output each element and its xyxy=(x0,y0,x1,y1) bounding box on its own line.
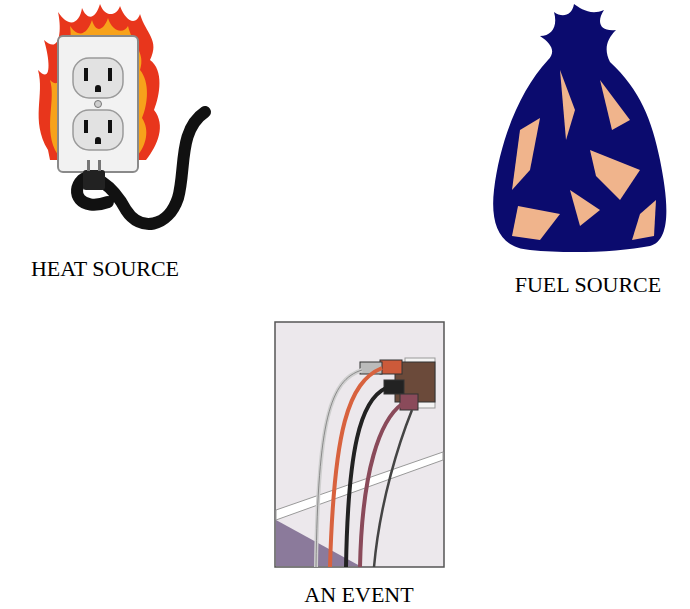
receptacle xyxy=(73,110,123,150)
plug xyxy=(400,394,418,410)
slot xyxy=(108,68,112,81)
cord xyxy=(360,404,402,567)
bag-highlight xyxy=(632,200,656,240)
slot xyxy=(84,68,88,81)
prong xyxy=(87,160,90,171)
flame-outer xyxy=(38,4,160,160)
burning-outlet xyxy=(38,4,205,224)
bag-highlight xyxy=(560,70,575,140)
bag-highlight xyxy=(512,206,560,240)
bag-highlight xyxy=(590,150,640,200)
bag-highlight xyxy=(570,190,600,226)
trash-bag xyxy=(493,4,666,252)
bag-highlight xyxy=(600,80,630,130)
screw xyxy=(95,101,102,108)
bag-body xyxy=(493,4,666,252)
slot xyxy=(108,120,112,133)
power-cord xyxy=(77,112,205,224)
cord xyxy=(316,370,362,567)
bag-highlight xyxy=(512,118,540,190)
baseboard xyxy=(276,452,443,520)
plug xyxy=(83,170,105,190)
caption-label: FUEL SOURCE xyxy=(488,272,688,298)
caption-label: HEAT SOURCE xyxy=(0,256,210,282)
plug xyxy=(384,380,404,394)
cord-edge xyxy=(316,370,362,567)
cord xyxy=(346,388,386,567)
receptacle xyxy=(73,58,123,98)
ground-hole xyxy=(95,137,101,144)
ground-hole xyxy=(95,85,101,92)
prong xyxy=(98,160,101,171)
slot xyxy=(84,120,88,133)
cord xyxy=(374,410,412,567)
outlet-plate xyxy=(58,36,138,172)
caption-label: AN EVENT xyxy=(259,582,459,608)
plug xyxy=(380,360,402,374)
picture-frame xyxy=(275,322,444,567)
overloaded-outlet xyxy=(275,322,444,567)
